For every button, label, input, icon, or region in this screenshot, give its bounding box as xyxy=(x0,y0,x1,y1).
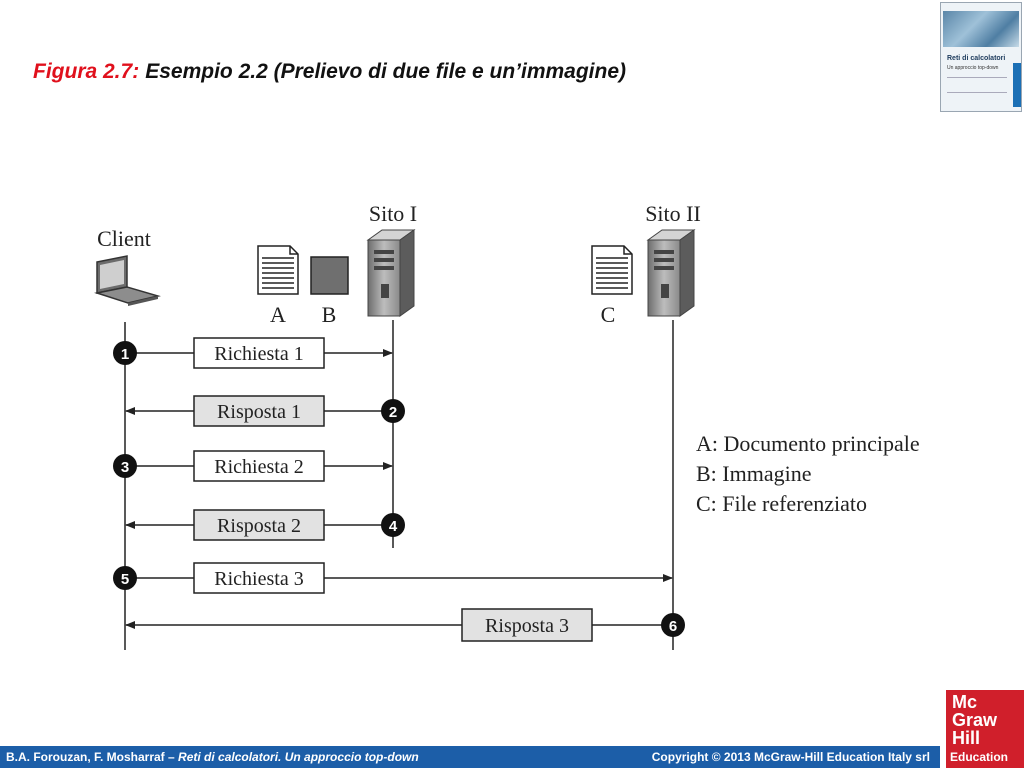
message-label: Richiesta 2 xyxy=(214,456,303,478)
step-badge-4: 4 xyxy=(381,513,405,537)
legend-item: A: Documento principale xyxy=(696,431,920,456)
legend-item: C: File referenziato xyxy=(696,491,867,516)
svg-text:5: 5 xyxy=(121,571,129,588)
cover-subtitle: Un approccio top-down xyxy=(947,65,999,71)
message-label: Risposta 1 xyxy=(217,401,301,423)
step-badge-2: 2 xyxy=(381,399,405,423)
image-b-icon xyxy=(310,256,349,295)
cover-decoration xyxy=(947,77,1007,93)
doc-c-label: C xyxy=(601,302,616,327)
site1-label: Sito I xyxy=(369,201,417,226)
server-icon xyxy=(366,229,416,317)
legend: A: Documento principale B: Immagine C: F… xyxy=(696,431,920,516)
message-label: Richiesta 1 xyxy=(214,343,303,365)
svg-text:4: 4 xyxy=(389,518,398,535)
step-badge-6: 6 xyxy=(661,613,685,637)
document-c-icon xyxy=(591,245,633,295)
svg-text:2: 2 xyxy=(389,404,397,421)
http-sequence-diagram: Client Sito I Sito II A B xyxy=(94,201,920,650)
svg-text:6: 6 xyxy=(669,618,677,635)
svg-text:3: 3 xyxy=(121,459,129,476)
server-icon xyxy=(646,229,696,317)
img-b-label: B xyxy=(322,302,337,327)
message-response-1: Risposta 1 xyxy=(125,395,384,427)
message-label: Richiesta 3 xyxy=(214,568,303,590)
footer-book-title: Reti di calcolatori. Un approccio top-do… xyxy=(178,750,419,764)
step-badge-3: 3 xyxy=(113,454,137,478)
footer-copyright: Copyright © 2013 McGraw-Hill Education I… xyxy=(651,750,930,764)
laptop-icon xyxy=(94,255,161,306)
cover-graphic xyxy=(943,11,1019,47)
step-badge-5: 5 xyxy=(113,566,137,590)
book-cover-thumbnail: Reti di calcolatori Un approccio top-dow… xyxy=(940,2,1022,112)
message-request-3: Richiesta 3 xyxy=(134,562,673,594)
message-request-2: Richiesta 2 xyxy=(134,450,393,482)
svg-text:1: 1 xyxy=(121,346,129,363)
message-label: Risposta 3 xyxy=(485,615,569,637)
message-response-2: Risposta 2 xyxy=(125,509,384,541)
client-label: Client xyxy=(97,226,151,251)
step-badge-1: 1 xyxy=(113,341,137,365)
figure-title: Esempio 2.2 (Prelievo di due file e un’i… xyxy=(145,60,626,83)
slide-title: Figura 2.7:Esempio 2.2 (Prelievo di due … xyxy=(33,60,626,84)
footer-bar: B.A. Forouzan, F. Mosharraf – Reti di ca… xyxy=(0,746,940,768)
doc-a-label: A xyxy=(270,302,286,327)
site2-label: Sito II xyxy=(645,201,701,226)
document-a-icon xyxy=(257,245,299,295)
message-label: Risposta 2 xyxy=(217,515,301,537)
mcgraw-hill-logo: Mc Graw Hill Education xyxy=(946,690,1024,768)
cover-spine xyxy=(1013,63,1021,107)
legend-item: B: Immagine xyxy=(696,461,811,486)
message-response-3: Risposta 3 xyxy=(125,608,664,642)
cover-title: Reti di calcolatori xyxy=(947,55,1006,62)
footer-citation: B.A. Forouzan, F. Mosharraf – Reti di ca… xyxy=(6,750,419,764)
figure-label: Figura 2.7: xyxy=(33,60,140,83)
footer-authors: B.A. Forouzan, F. Mosharraf – xyxy=(6,750,175,764)
message-request-1: Richiesta 1 xyxy=(134,337,393,369)
